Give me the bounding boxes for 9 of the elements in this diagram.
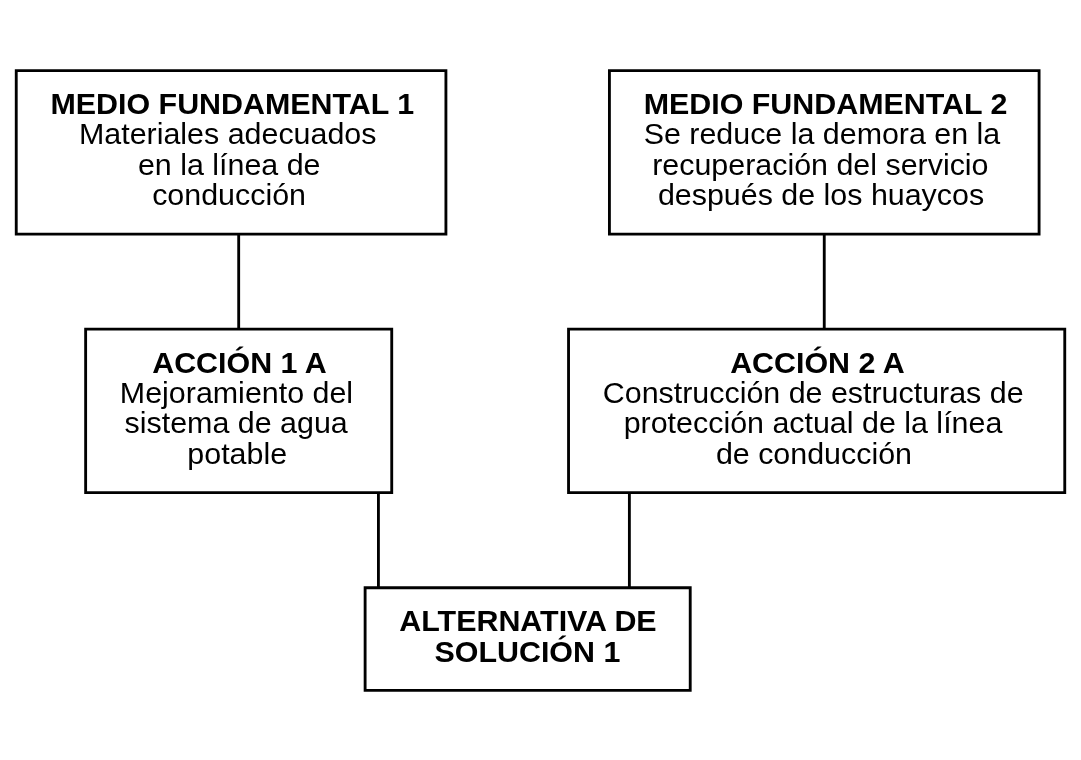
node-box: ACCIÓN 2 A Construcción de estructuras de protección actual de la línea de conducción [567, 327, 1067, 494]
node-box: MEDIO FUNDAMENTAL 2 Se reduce la demora en la recuperación del servicio después de los huaycos [608, 68, 1041, 236]
node-box: ALTERNATIVA DE SOLUCIÓN 1 [363, 585, 692, 692]
connector [822, 233, 826, 329]
node-box: ACCIÓN 1 A Mejoramiento del sistema de agua potable [84, 327, 394, 494]
node-box: MEDIO FUNDAMENTAL 1 Materiales adecuados en la línea de conducción [14, 68, 448, 236]
connector [237, 233, 241, 329]
connector [377, 492, 380, 587]
connector [627, 492, 631, 587]
